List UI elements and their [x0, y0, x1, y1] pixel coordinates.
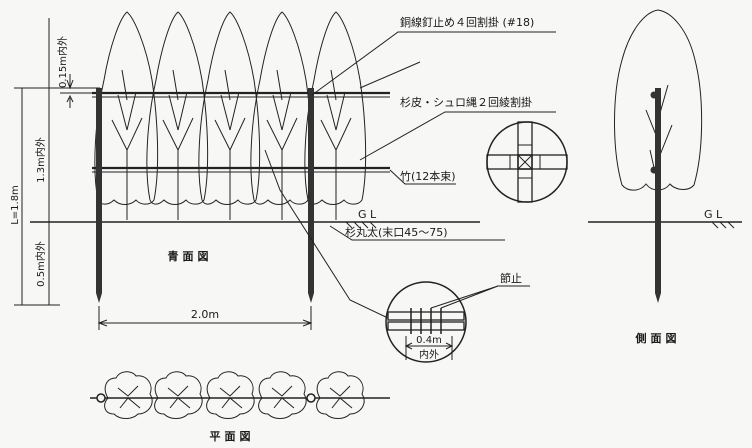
span-dimension	[97, 306, 313, 330]
tree-1	[94, 11, 159, 220]
dim-bottom-label: 0.5m内外	[34, 241, 47, 287]
stake-right	[308, 88, 314, 303]
side-elevation: G L 側面図	[588, 9, 742, 345]
plan-tree-2	[154, 371, 203, 419]
dim-mid-label: 1.3m内外	[34, 137, 47, 183]
detail-binding	[486, 121, 568, 203]
plan-view: 平面図	[90, 371, 390, 443]
tree-5	[304, 11, 367, 220]
front-elevation: 0.15m内外 1.3m内外 L=1.8m 0.5m内外 2.0m 青面図 銅線…	[10, 11, 568, 363]
dim-top-label: 0.15m内外	[56, 36, 69, 88]
dim-total-label: L=1.8m	[10, 185, 21, 225]
leader-lines	[264, 31, 556, 319]
plan-title: 平面図	[210, 429, 255, 443]
side-tree-crown	[614, 9, 703, 191]
plan-post-left	[96, 393, 106, 403]
tree-row	[94, 11, 367, 220]
label-stopper: 節止	[500, 271, 522, 285]
plan-tree-4	[258, 371, 307, 419]
tree-3	[198, 11, 261, 220]
tree-4	[250, 11, 313, 220]
label-gl-side: G L	[704, 208, 723, 221]
tree-2	[146, 11, 209, 220]
dim-span-label: 2.0m	[191, 308, 219, 321]
plan-tree-1	[104, 371, 153, 419]
stake-left	[96, 88, 102, 303]
label-bark: 杉皮・シュロ縄２回綾割掛	[400, 95, 532, 109]
plan-tree-3	[206, 371, 255, 419]
side-stake	[650, 88, 661, 303]
front-title: 青面図	[168, 249, 213, 263]
vertical-dimensions	[14, 18, 100, 306]
plan-tree-5	[316, 371, 365, 419]
dim-detail-sub: 内外	[419, 348, 439, 361]
label-wire: 銅線釘止め４回割掛 (#18)	[400, 15, 534, 29]
label-post: 杉丸太(末口45～75)	[345, 225, 448, 239]
detail-stopper	[385, 281, 530, 363]
plan-post-right	[306, 393, 316, 403]
label-bamboo: 竹(12本束)	[400, 169, 456, 183]
label-gl-front: G L	[358, 208, 377, 221]
side-title: 側面図	[635, 331, 681, 345]
ground-hatch	[345, 221, 377, 229]
dim-detail-label: 0.4m	[416, 335, 442, 346]
